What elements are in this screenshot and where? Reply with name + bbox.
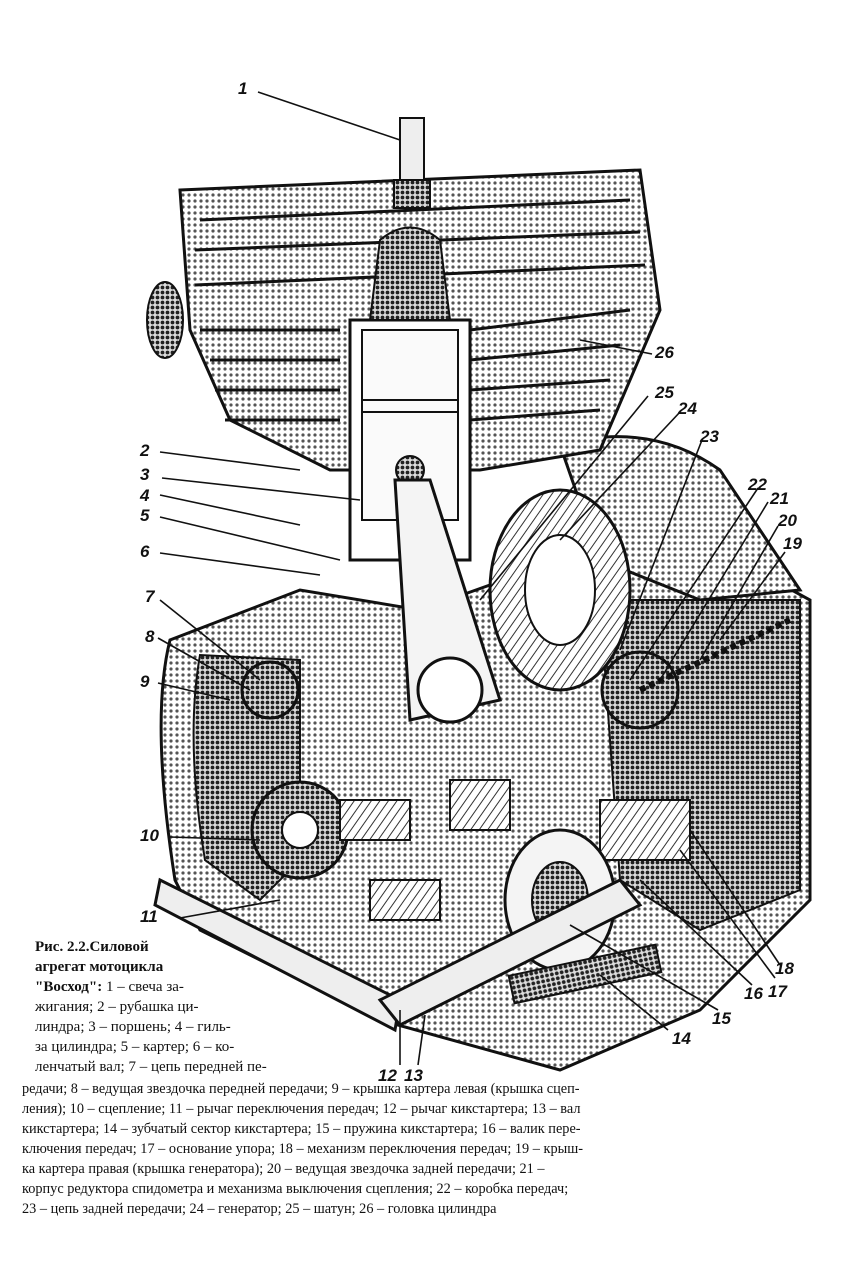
caption-line: редачи; 8 – ведущая звездочка передней п… — [22, 1081, 580, 1097]
callout-7: 7 — [145, 587, 155, 606]
callout-2: 2 — [140, 441, 150, 460]
caption-line: ка картера правая (крышка генератора); 2… — [22, 1161, 545, 1177]
callout-8: 8 — [145, 627, 155, 646]
levers-drawing — [153, 877, 663, 1033]
callout-25: 25 — [655, 383, 674, 402]
callout-22: 22 — [748, 475, 767, 494]
spark-plug-drawing — [393, 117, 431, 209]
callout-23: 23 — [700, 427, 719, 446]
caption-head-line: "Восход": 1 – свеча за- — [35, 979, 184, 995]
callout-1: 1 — [238, 79, 248, 98]
connecting-rod-drawing — [393, 478, 502, 724]
caption-head-line: ленчатый вал; 7 – цепь передней пе- — [35, 1059, 267, 1075]
callout-19: 19 — [783, 534, 802, 553]
callout-5: 5 — [140, 506, 150, 525]
caption-line: кикстартера; 14 – зубчатый сектор кикста… — [22, 1121, 581, 1137]
callout-4: 4 — [140, 486, 150, 505]
caption-line: ления); 10 – сцепление; 11 – рычаг перек… — [22, 1101, 581, 1117]
caption-line: 23 – цепь задней передачи; 24 – генерато… — [22, 1201, 497, 1217]
callout-10: 10 — [140, 826, 159, 845]
leader-lines — [157, 91, 786, 1066]
callout-16: 16 — [744, 984, 763, 1003]
callout-9: 9 — [140, 672, 150, 691]
callout-11: 11 — [140, 907, 158, 926]
callout-6: 6 — [140, 542, 150, 561]
caption-head-line: жигания; 2 – рубашка ци- — [35, 999, 199, 1015]
caption-line: корпус редуктора спидометра и механизма … — [22, 1181, 569, 1197]
caption-head-line: Рис. 2.2.Силовой — [35, 939, 149, 955]
callout-14: 14 — [672, 1029, 691, 1048]
caption-line: ключения передач; 17 – основание упора; … — [22, 1141, 583, 1157]
caption-head-line: за цилиндра; 5 – картер; 6 – ко- — [35, 1039, 235, 1055]
callout-17: 17 — [768, 982, 787, 1001]
caption-head-line: линдра; 3 – поршень; 4 – гиль- — [35, 1019, 231, 1035]
callout-20: 20 — [778, 511, 797, 530]
callout-26: 26 — [655, 343, 674, 362]
callout-3: 3 — [140, 465, 150, 484]
callout-18: 18 — [775, 959, 794, 978]
callout-21: 21 — [770, 489, 789, 508]
callout-13: 13 — [404, 1066, 423, 1085]
generator-drawing — [488, 488, 632, 692]
callout-15: 15 — [712, 1009, 731, 1028]
callout-24: 24 — [678, 399, 697, 418]
caption-head-line: агрегат мотоцикла — [35, 959, 164, 975]
callout-12: 12 — [378, 1066, 397, 1085]
piston-drawing — [348, 226, 472, 562]
